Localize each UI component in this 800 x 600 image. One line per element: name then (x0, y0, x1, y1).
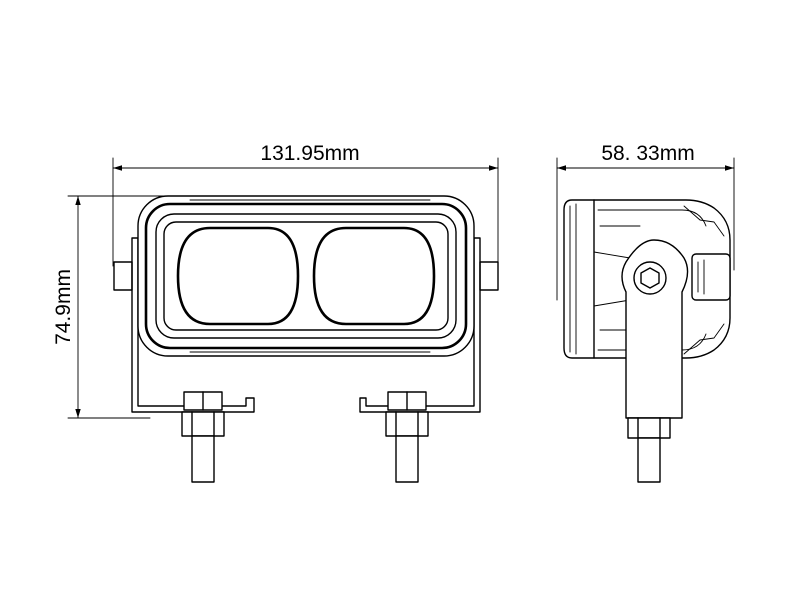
right-bolt (385, 391, 429, 483)
left-mount-stub (113, 261, 133, 291)
front-view (113, 195, 499, 483)
housing-bezel (144, 202, 468, 350)
depth-dimension: 58. 33mm (556, 142, 735, 301)
left-bolt (181, 391, 225, 483)
side-bolt (627, 417, 671, 483)
housing-inner (155, 213, 457, 339)
side-view (563, 199, 731, 483)
left-lens (176, 226, 300, 326)
hex-nut-icon (640, 267, 660, 289)
pivot-ring (633, 261, 667, 295)
right-lens (312, 226, 436, 326)
height-label: 74.9mm (52, 269, 75, 345)
side-pivot-arm (621, 239, 689, 419)
housing-outer (137, 195, 475, 357)
lens-frame (163, 221, 449, 331)
side-connector (691, 253, 731, 301)
width-dimension: 131.95mm (112, 142, 499, 267)
depth-label: 58. 33mm (601, 142, 694, 165)
height-dimension: 74.9mm (52, 195, 189, 419)
width-label: 131.95mm (260, 142, 359, 165)
right-mount-stub (479, 261, 499, 291)
